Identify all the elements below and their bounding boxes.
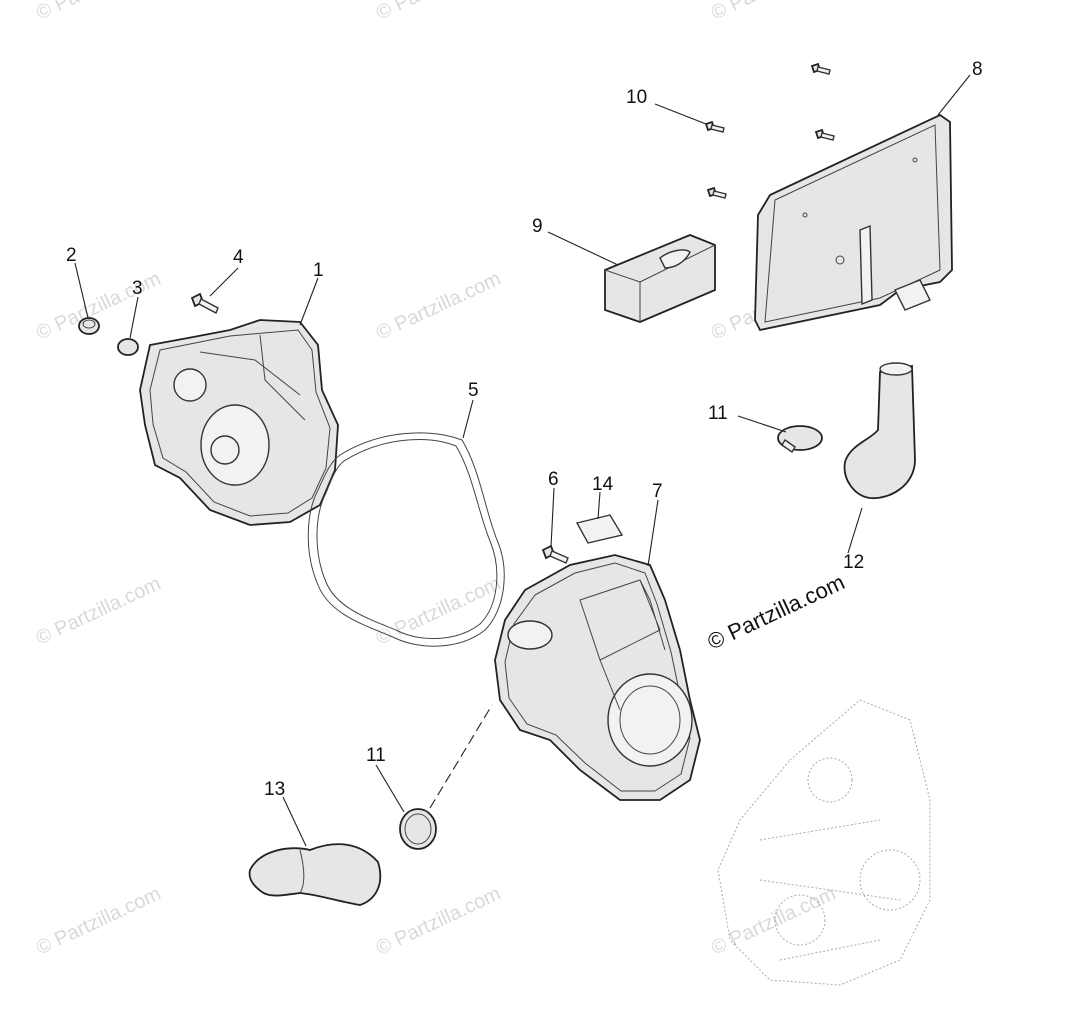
watermark: © Partzilla.com: [373, 883, 504, 960]
callout-labels: 1 2 3 4 5 6 7 8 9 10 11 11 12 13 14: [66, 59, 983, 800]
intake-duct-icon[interactable]: [843, 362, 916, 499]
callout-11-lower: 11: [366, 745, 386, 766]
air-box-icon[interactable]: [754, 113, 953, 332]
bolt-icon[interactable]: [704, 62, 835, 199]
callout-14: 14: [592, 474, 614, 495]
watermark: © Partzilla.com: [708, 0, 839, 25]
callout-4: 4: [233, 247, 244, 268]
callout-12: 12: [843, 552, 864, 573]
watermark-layer: © Partzilla.com © Partzilla.com © Partzi…: [33, 0, 839, 960]
leader-lines: [74, 74, 971, 847]
callout-6: 6: [548, 469, 559, 490]
callout-5: 5: [468, 380, 479, 401]
clutch-cover-outer-icon[interactable]: [494, 554, 701, 801]
engine-locator-icon: [717, 699, 931, 986]
callout-11-upper: 11: [708, 403, 728, 424]
bolt-icon[interactable]: [190, 292, 219, 314]
watermark: © Partzilla.com: [33, 268, 164, 345]
foam-filter-icon[interactable]: [604, 234, 716, 323]
watermark: © Partzilla.com: [33, 883, 164, 960]
callout-8: 8: [972, 59, 983, 80]
callout-2: 2: [66, 245, 77, 266]
callout-3: 3: [132, 278, 143, 299]
hose-clamp-icon[interactable]: [399, 808, 437, 850]
callout-1: 1: [313, 260, 324, 281]
watermark: © Partzilla.com: [33, 573, 164, 650]
copyright-notice: © Partzilla.com: [704, 569, 849, 654]
plug-icon[interactable]: [78, 317, 100, 335]
callout-7: 7: [652, 481, 663, 502]
hose-clamp-icon[interactable]: [777, 425, 823, 454]
gasket-icon[interactable]: [307, 432, 505, 647]
clutch-cover-inner-icon[interactable]: [139, 319, 339, 526]
watermark: © Partzilla.com: [373, 268, 504, 345]
outlet-duct-icon[interactable]: [248, 843, 382, 906]
watermark: © Partzilla.com: [373, 0, 504, 25]
bolt-icon[interactable]: [541, 544, 569, 564]
callout-13: 13: [264, 779, 285, 800]
o-ring-icon[interactable]: [117, 338, 139, 356]
watermark: © Partzilla.com: [708, 883, 839, 960]
callout-9: 9: [532, 216, 543, 237]
callout-10: 10: [626, 87, 647, 108]
label-icon[interactable]: [575, 514, 624, 544]
watermark: © Partzilla.com: [33, 0, 164, 25]
